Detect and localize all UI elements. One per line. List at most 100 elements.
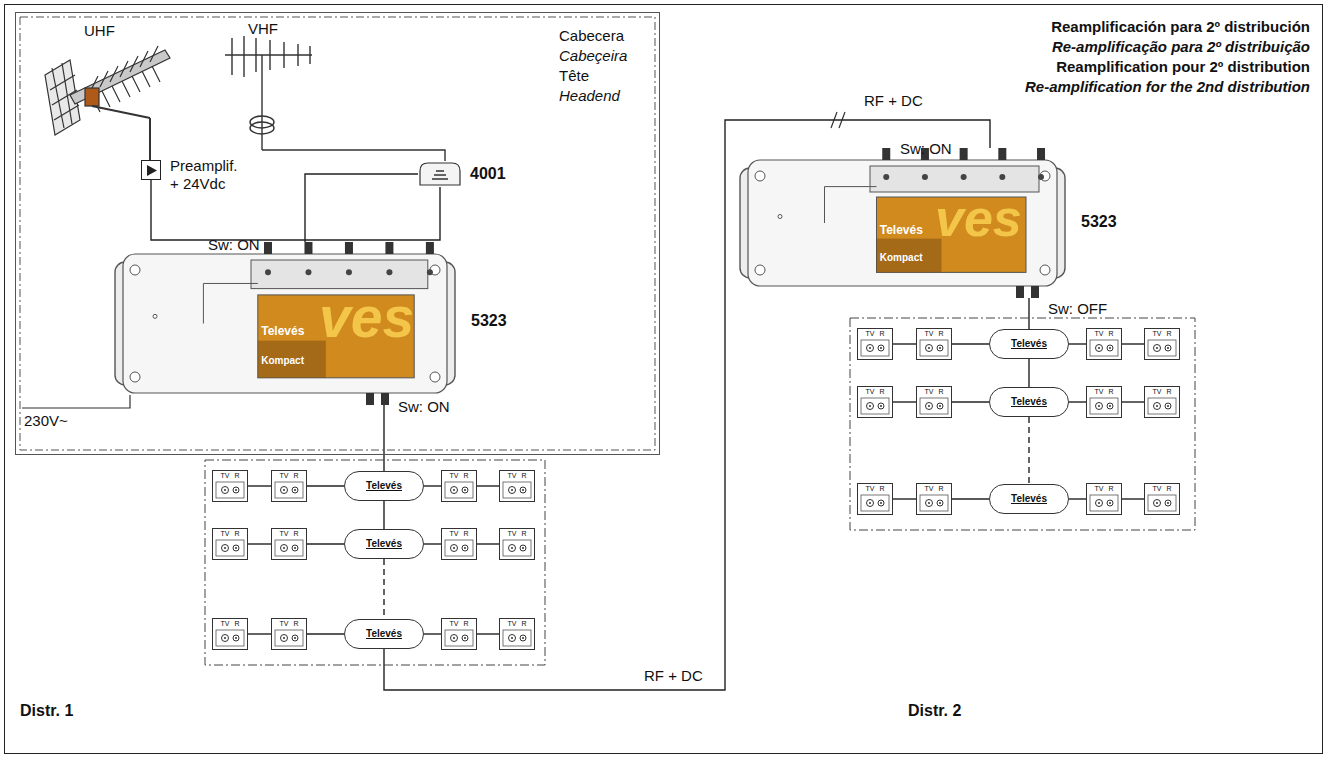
socket-node: TV R xyxy=(441,528,477,560)
dev4001-node: 4001 xyxy=(418,161,462,187)
coax-cable xyxy=(1028,417,1029,484)
tap-brand: Televés xyxy=(345,538,423,549)
socket-node: TV R xyxy=(1144,386,1180,418)
amp-node: vesTelevésKompact5323 xyxy=(740,158,1065,288)
socket-node: TV R xyxy=(271,528,307,560)
socket-node: TV R xyxy=(212,528,248,560)
socket-node: TV R xyxy=(441,618,477,650)
coax-cable xyxy=(248,633,271,634)
headend-caption: Cabeçeira xyxy=(559,47,627,64)
socket-label: TV R xyxy=(500,620,534,628)
tap-brand: Televés xyxy=(990,338,1068,349)
tap-node: Televés xyxy=(344,471,424,501)
coax-cable xyxy=(1069,343,1086,344)
diagram-heading: Reamplificación para 2º distribución xyxy=(1051,18,1310,35)
annotation: 230V~ xyxy=(24,412,68,429)
annotation: Sw: ON xyxy=(398,398,450,415)
socket-label: TV R xyxy=(442,620,476,628)
tap-node: Televés xyxy=(989,387,1069,417)
socket-label: TV R xyxy=(1087,485,1121,493)
coax-cable xyxy=(952,343,989,344)
socket-label: TV R xyxy=(213,530,247,538)
coax-cable xyxy=(1122,401,1144,402)
logo-text: ves xyxy=(935,192,1022,244)
distr-node: Distr. 1TelevésTelevésTelevésTV RTV RTV … xyxy=(205,460,545,665)
coax-cable xyxy=(1028,298,1029,329)
product-line: Kompact xyxy=(261,355,304,366)
socket-node: TV R xyxy=(1144,328,1180,360)
socket-label: TV R xyxy=(917,330,951,338)
tap-node: Televés xyxy=(344,619,424,649)
socket-label: TV R xyxy=(1145,485,1179,493)
shape-outline xyxy=(418,161,462,187)
coax-cable xyxy=(424,485,441,486)
shape-outline xyxy=(142,161,160,179)
socket-node: TV R xyxy=(441,470,477,502)
socket-label: TV R xyxy=(1087,330,1121,338)
coax-cable xyxy=(383,559,384,619)
distr-node: Distr. 2TelevésTelevésTelevésTV RTV RTV … xyxy=(850,318,1195,530)
headend-caption: Cabecera xyxy=(559,27,624,44)
brand-name: Televés xyxy=(261,324,304,338)
diagram-heading: Reamplification pour 2º distribution xyxy=(1056,58,1310,75)
socket-label: TV R xyxy=(1145,330,1179,338)
annotation: RF + DC xyxy=(862,92,925,109)
logo-text: ves xyxy=(319,289,414,346)
socket-node: TV R xyxy=(1086,386,1122,418)
edge-label: RF + DC xyxy=(642,667,705,684)
socket-node: TV R xyxy=(857,386,893,418)
coax-cable xyxy=(1028,359,1029,387)
coax-cable xyxy=(893,498,916,499)
socket-node: TV R xyxy=(857,328,893,360)
coax-cable xyxy=(305,174,418,242)
coax-cable xyxy=(1122,343,1144,344)
socket-label: TV R xyxy=(213,620,247,628)
coax-cable xyxy=(1122,498,1144,499)
tap-node: Televés xyxy=(989,329,1069,359)
annotation: UHF xyxy=(84,22,115,39)
coax-cable xyxy=(1069,401,1086,402)
coax-cable xyxy=(477,543,499,544)
headend-caption: Tête xyxy=(559,67,589,84)
coax-cable xyxy=(383,405,384,471)
socket-node: TV R xyxy=(271,618,307,650)
socket-label: TV R xyxy=(442,530,476,538)
tap-brand: Televés xyxy=(990,493,1068,504)
amp-node: vesTelevésKompact5323 xyxy=(115,252,455,395)
socket-node: TV R xyxy=(916,483,952,515)
socket-node: TV R xyxy=(1086,328,1122,360)
socket-label: TV R xyxy=(442,472,476,480)
socket-node: TV R xyxy=(499,528,535,560)
socket-label: TV R xyxy=(500,472,534,480)
preamp-label: Preamplif. + 24Vdc xyxy=(170,157,248,193)
socket-node: TV R xyxy=(212,470,248,502)
distribution-name: Distr. 2 xyxy=(908,702,961,720)
socket-label: TV R xyxy=(917,485,951,493)
model-number: 4001 xyxy=(470,165,506,183)
socket-node: TV R xyxy=(212,618,248,650)
socket-node: TV R xyxy=(1144,483,1180,515)
socket-label: TV R xyxy=(858,330,892,338)
coax-cable xyxy=(477,485,499,486)
coax-cable xyxy=(424,543,441,544)
tap-brand: Televés xyxy=(345,480,423,491)
coax-cable xyxy=(952,401,989,402)
coax-cable xyxy=(893,401,916,402)
brand-name: Televés xyxy=(880,223,923,237)
socket-label: TV R xyxy=(213,472,247,480)
socket-label: TV R xyxy=(1145,388,1179,396)
coax-cable xyxy=(248,485,271,486)
distribution-name: Distr. 1 xyxy=(20,702,73,720)
coax-cable xyxy=(248,543,271,544)
socket-label: TV R xyxy=(272,530,306,538)
headend-caption: Headend xyxy=(559,87,620,104)
coax-cable xyxy=(307,633,344,634)
coax-cable xyxy=(383,501,384,529)
socket-label: TV R xyxy=(858,485,892,493)
socket-node: TV R xyxy=(1086,483,1122,515)
socket-label: TV R xyxy=(500,530,534,538)
coax-cable xyxy=(893,343,916,344)
tap-node: Televés xyxy=(344,529,424,559)
coax-cable xyxy=(307,543,344,544)
socket-label: TV R xyxy=(272,472,306,480)
